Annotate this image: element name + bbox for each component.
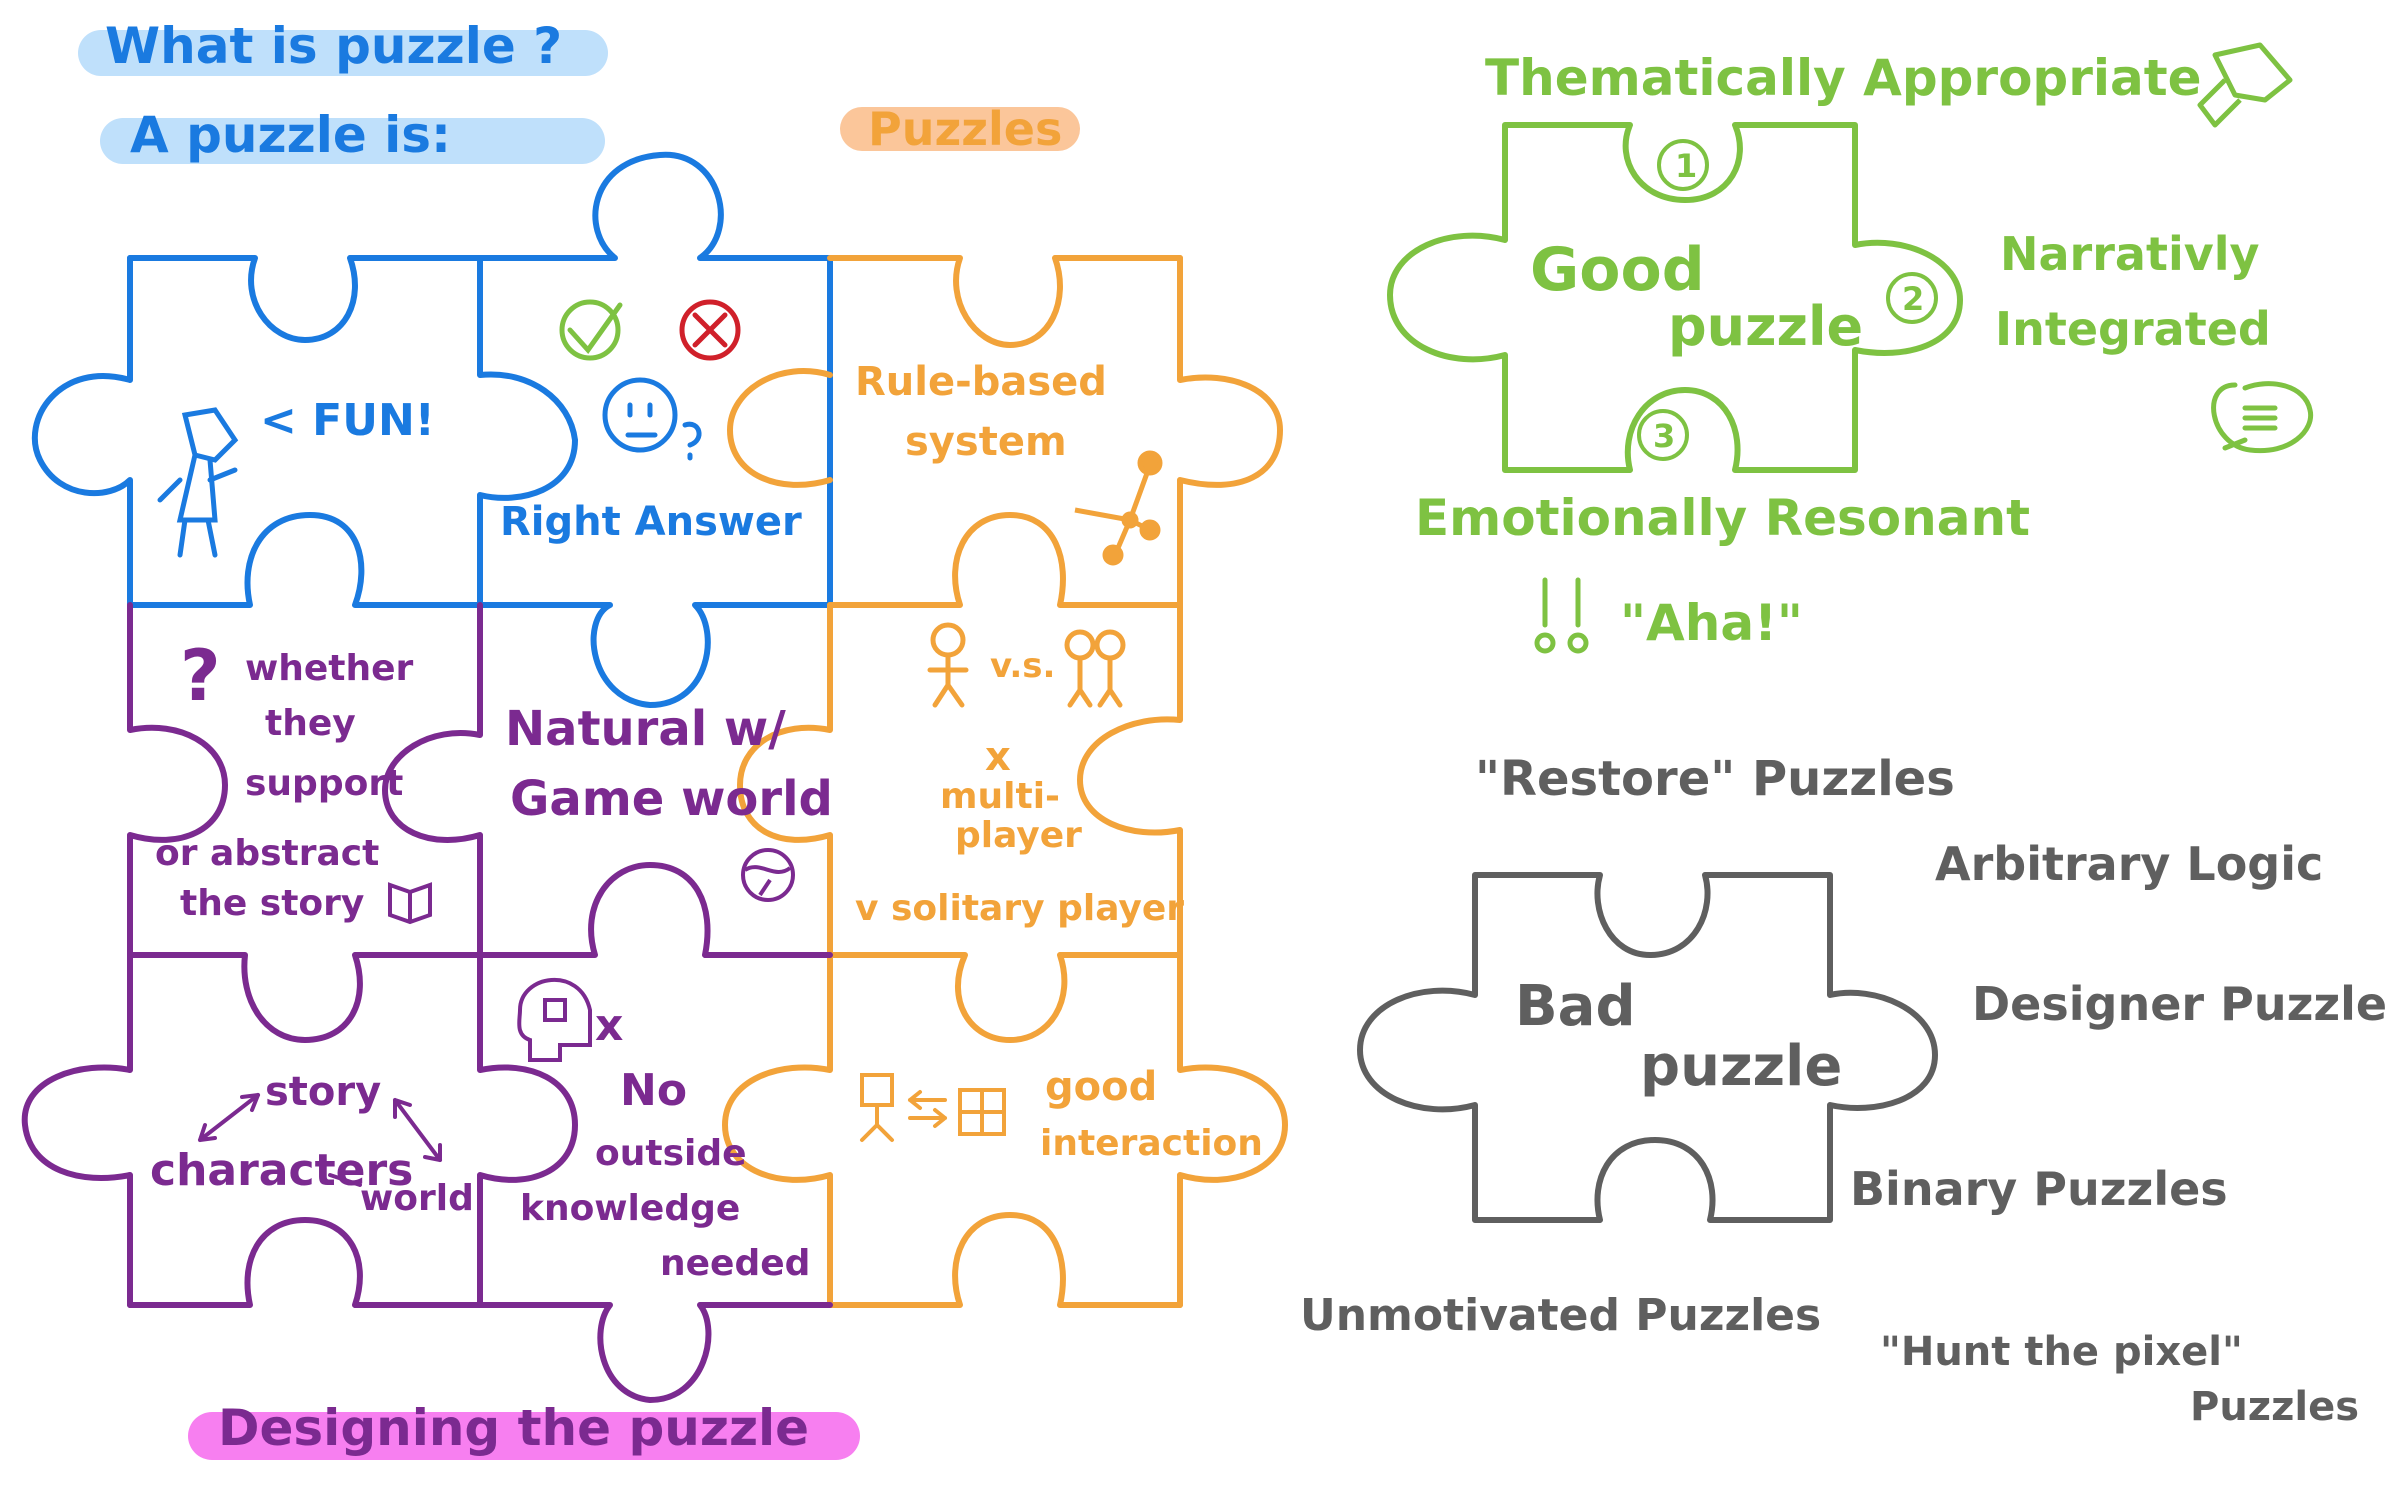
outside-label: outside: [595, 1133, 747, 1174]
x-after-head-label: x: [595, 1000, 623, 1051]
orange-tag-highlight: [840, 107, 1080, 151]
brush-icon: [2197, 42, 2293, 128]
they-label: they: [265, 703, 356, 744]
number-one: 1: [1675, 147, 1697, 185]
unmotivated-puzzles-label: Unmotivated Puzzles: [1300, 1290, 1821, 1341]
purple-pieces: [21, 602, 833, 1403]
number-one-circle: [1657, 139, 1709, 191]
system-label: system: [905, 419, 1067, 465]
blue-pieces: [32, 151, 833, 708]
characters-label: characters: [150, 1145, 413, 1196]
bad-label: Bad: [1515, 974, 1636, 1039]
speech-bubble-icon: [2211, 381, 2314, 454]
thematically-appropriate-label: Thematically Appropriate: [1485, 49, 2202, 107]
bad-puzzle-piece: [1357, 872, 1938, 1223]
story-label: story: [265, 1069, 381, 1115]
x-mark: x: [985, 734, 1011, 780]
designing-tag: Designing the puzzle: [218, 1399, 809, 1457]
whether-label: whether: [245, 648, 414, 689]
hunt-puzzles-label: Puzzles: [2190, 1384, 2359, 1430]
no-label: No: [620, 1065, 687, 1116]
number-three: 3: [1653, 417, 1675, 455]
relationship-arrows: [198, 1093, 442, 1187]
puzzle-label-gray: puzzle: [1640, 1034, 1842, 1099]
restore-puzzles-label: "Restore" Puzzles: [1475, 751, 1955, 807]
stick-figure-icon: [157, 407, 239, 558]
bottom-tag-highlight: [188, 1412, 860, 1460]
world-label: world: [360, 1178, 474, 1219]
puzzle-label-green: puzzle: [1668, 295, 1863, 358]
puzzles-tag: Puzzles: [868, 102, 1062, 156]
rule-based-label: Rule-based: [855, 359, 1107, 405]
multi-label: multi-: [940, 776, 1060, 817]
integrated-label: Integrated: [1995, 302, 2271, 356]
cross-icon: [679, 299, 741, 361]
globe-icon: [741, 848, 795, 902]
designer-puzzles-label: Designer Puzzles: [1972, 977, 2386, 1031]
interaction-icon: [860, 1073, 1006, 1142]
hunt-the-pixel-label: "Hunt the pixel": [1880, 1329, 2243, 1375]
natural-label: Natural w/: [505, 701, 786, 757]
emotionally-resonant-label: Emotionally Resonant: [1415, 489, 2030, 547]
thinking-face-icon: [602, 377, 702, 461]
arbitrary-logic-label: Arbitrary Logic: [1935, 837, 2323, 891]
page-title: What is puzzle ?: [105, 17, 562, 75]
or-abstract-label: or abstract: [155, 833, 379, 874]
number-two-circle: [1886, 272, 1938, 324]
puzzle-grid: [21, 151, 1288, 1403]
game-world-label: Game world: [510, 771, 833, 827]
aha-label: "Aha!": [1620, 594, 1803, 652]
title-highlight: [78, 30, 608, 76]
vs-label: v.s.: [990, 646, 1055, 686]
number-three-circle: [1637, 409, 1689, 461]
good-label: good: [1045, 1064, 1157, 1110]
exclamation-icon: [1534, 577, 1589, 654]
subtitle-highlight: [100, 118, 605, 164]
people-icon: [927, 622, 969, 708]
book-icon: [388, 882, 432, 925]
check-icon: [559, 299, 623, 361]
orange-pieces: [722, 255, 1288, 1308]
needed-label: needed: [660, 1243, 810, 1284]
right-answer-label: Right Answer: [500, 499, 802, 545]
network-icon: [1074, 450, 1163, 566]
group-icon: [1064, 629, 1126, 708]
good-label-green: Good: [1530, 235, 1705, 305]
fun-label: < FUN!: [260, 395, 435, 446]
question-mark-icon: ?: [180, 635, 221, 717]
good-puzzle-piece: [1387, 122, 1963, 473]
solitary-player-label: v solitary player: [855, 888, 1184, 929]
the-story-label: the story: [180, 883, 364, 924]
number-two: 2: [1902, 280, 1924, 318]
support-label: support: [245, 763, 403, 804]
interaction-label: interaction: [1040, 1123, 1263, 1164]
knowledge-label: knowledge: [520, 1188, 740, 1229]
binary-puzzles-label: Binary Puzzles: [1850, 1162, 2228, 1216]
head-icon: [517, 978, 592, 1062]
narratively-label: Narrativly: [2000, 227, 2259, 281]
player-label: player: [955, 815, 1082, 856]
page-subtitle: A puzzle is:: [130, 106, 451, 164]
